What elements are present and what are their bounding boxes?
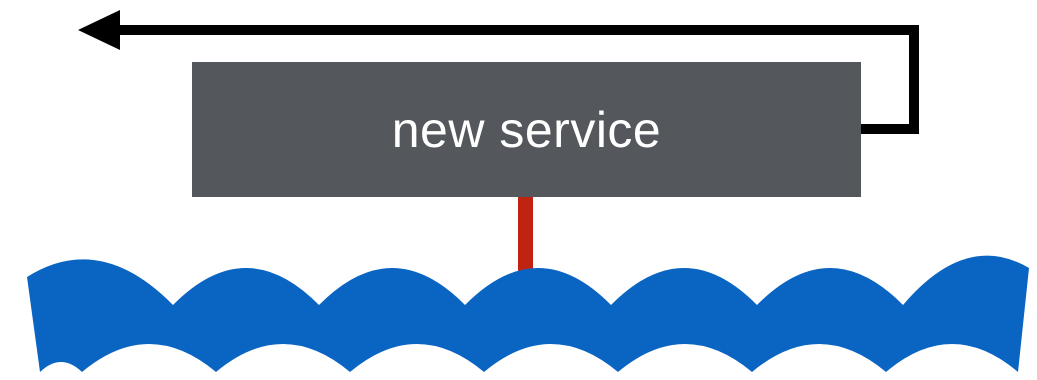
service-box-label: new service bbox=[392, 105, 662, 155]
service-box: new service bbox=[192, 62, 861, 197]
arrowhead-left-icon bbox=[78, 10, 120, 50]
water-waves-icon bbox=[27, 256, 1029, 372]
